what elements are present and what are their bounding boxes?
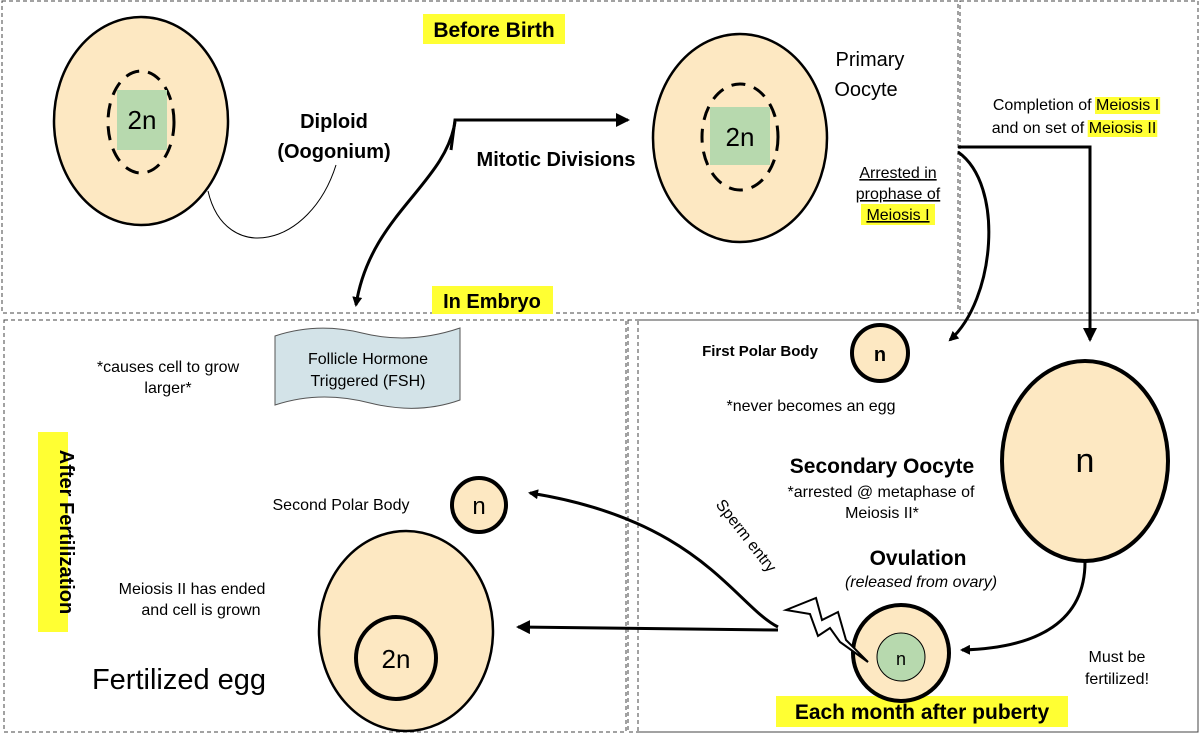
- must-fertilize-1: Must be: [1089, 649, 1146, 666]
- sperm-entry-label: Sperm entry: [712, 497, 779, 576]
- fertilized-nucleus: [354, 615, 438, 701]
- ovulation-title: Ovulation: [870, 547, 967, 570]
- completion-line-2: and on set of Meiosis II: [992, 120, 1157, 137]
- panel-after-fertilization: [3, 319, 627, 733]
- fertilized-note-1: Meiosis II has ended: [119, 581, 266, 598]
- first-polar-note: *never becomes an egg: [727, 398, 896, 415]
- before-birth-highlight: [423, 14, 565, 44]
- fsh-line-2: Triggered (FSH): [311, 373, 426, 390]
- oogonium-pointer-line: [207, 164, 337, 239]
- fsh-line-1: Follicle Hormone: [308, 351, 428, 368]
- fertilized-ploidy: 2n: [382, 644, 411, 674]
- primary-oocyte-label-1: Primary: [836, 49, 905, 71]
- first-polar-label: First Polar Body: [702, 343, 819, 360]
- completion-meiosis-1: Meiosis I: [1096, 97, 1159, 114]
- ovulated-ploidy: n: [896, 649, 906, 669]
- secondary-oocyte-cell: [1000, 359, 1170, 563]
- second-polar-label: Second Polar Body: [273, 497, 410, 514]
- must-fertilize-2: fertilized!: [1085, 671, 1149, 688]
- before-birth-label: Before Birth: [433, 19, 554, 42]
- first-polar-cell: [850, 323, 910, 383]
- arrested-label-3: Meiosis I: [866, 207, 929, 224]
- each-month-highlight: [776, 696, 1068, 727]
- arrested-label-1: Arrested in: [859, 165, 936, 182]
- each-month-label: Each month after puberty: [795, 701, 1050, 724]
- completion-meiosis-2: Meiosis II: [1089, 120, 1157, 137]
- first-polar-ploidy: n: [874, 344, 886, 366]
- secondary-oocyte-ploidy: n: [1076, 442, 1095, 480]
- fsh-banner: [274, 327, 461, 409]
- panel-each-month-inner: [637, 319, 1199, 733]
- ovulation-subtitle: (released from ovary): [845, 574, 997, 591]
- secondary-oocyte-note-1: *arrested @ metaphase of: [787, 484, 975, 501]
- to-first-polar-arrow: [948, 150, 991, 342]
- fertilized-note-2: and cell is grown: [141, 602, 260, 619]
- completion-line-1: Completion of Meiosis I: [993, 97, 1159, 114]
- ovulated-nucleus: [876, 632, 926, 682]
- fsh-note-2: larger*: [144, 380, 191, 397]
- to-secondary-oocyte-arrow: [958, 145, 1097, 342]
- fertilized-label: Fertilized egg: [92, 664, 266, 696]
- in-embryo-highlight: [432, 286, 553, 314]
- second-polar-ploidy: n: [472, 493, 485, 520]
- secondary-oocyte-title: Secondary Oocyte: [790, 455, 974, 478]
- to-ovulated-arrow: [960, 561, 1087, 655]
- fsh-note-1: *causes cell to grow: [97, 359, 240, 376]
- primary-oocyte-label-2: Oocyte: [834, 79, 897, 101]
- completion-meiosis-1-highlight-box: [1095, 97, 1161, 114]
- secondary-oocyte-note-2: Meiosis II*: [845, 505, 919, 522]
- mitotic-arrow: [449, 113, 630, 151]
- primary-oocyte-ploidy: 2n: [726, 122, 755, 152]
- primary-to-fsh-arrow: [352, 121, 457, 307]
- oogonium-label-1: Diploid: [300, 111, 368, 133]
- arrested-label-3-highlight: [861, 204, 935, 225]
- to-second-polar-arrow: [528, 489, 779, 629]
- second-polar-cell: [450, 476, 508, 534]
- mitotic-divisions-label: Mitotic Divisions: [477, 149, 636, 171]
- after-fertilization-label: After Fertilization: [55, 450, 77, 614]
- completion-meiosis-2-highlight-box: [1087, 120, 1158, 137]
- in-embryo-label: In Embryo: [443, 291, 541, 313]
- oogonium-nucleus-ring: [106, 69, 176, 175]
- arrested-label-2: prophase of: [856, 186, 941, 203]
- after-fertilization-highlight: [38, 432, 68, 632]
- to-fertilized-arrow: [516, 620, 779, 635]
- oogonium-label-2: (Oogonium): [277, 141, 390, 163]
- primary-oocyte-nucleus: [710, 107, 770, 165]
- lightning-bolt-icon: [782, 596, 869, 663]
- oogonium-nucleus: [117, 90, 167, 150]
- oogonium-ploidy: 2n: [128, 105, 157, 135]
- primary-oocyte-nucleus-ring: [700, 82, 780, 192]
- panel-top-right: [959, 0, 1199, 314]
